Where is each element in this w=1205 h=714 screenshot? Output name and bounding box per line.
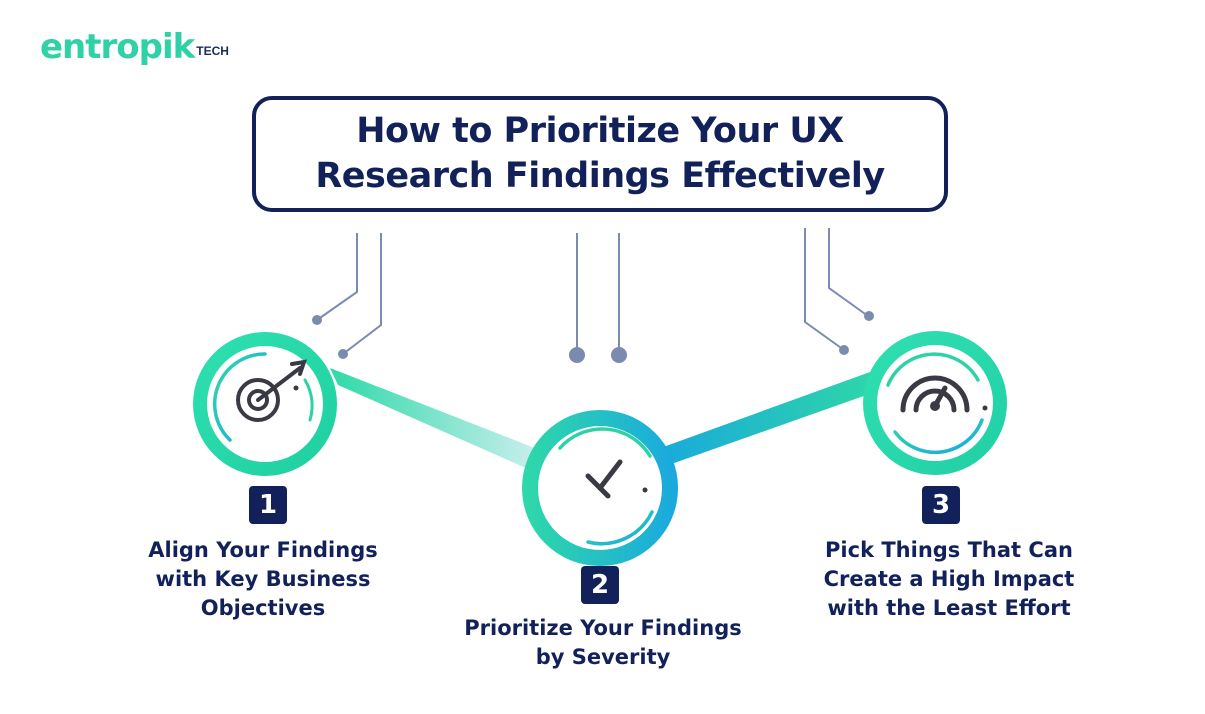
title-box: How to Prioritize Your UX Research Findi…: [252, 96, 948, 212]
connector-dots: [312, 311, 874, 363]
entropik-logo: entropik TECH: [40, 30, 229, 64]
clock-icon: [585, 459, 623, 499]
connector-lines: [316, 228, 869, 355]
connector-dot: [864, 311, 874, 321]
connector-line: [828, 228, 869, 317]
step-3-caption: Pick Things That Can Create a High Impac…: [823, 538, 1075, 620]
link-band-1-2: [330, 368, 545, 472]
step-2-circle: [522, 410, 678, 566]
step-1-badge: 1: [249, 486, 287, 524]
connector-dot: [312, 315, 322, 325]
connector-dot: [839, 345, 849, 355]
connector-dot: [569, 347, 585, 363]
connector-line: [316, 233, 358, 321]
step-3-circle: [863, 331, 1007, 475]
step-1-circle: [193, 332, 337, 476]
link-band-2-3: [655, 372, 875, 468]
connector-line: [342, 233, 382, 355]
logo-tech-suffix: TECH: [196, 44, 229, 58]
page-title: How to Prioritize Your UX Research Findi…: [315, 111, 885, 196]
connector-line: [804, 228, 845, 351]
step-2-caption: Prioritize Your Findings by Severity: [464, 616, 742, 669]
step-2-badge: 2: [581, 566, 619, 604]
step-3-badge: 3: [922, 486, 960, 524]
connector-dot: [338, 349, 348, 359]
logo-wordmark: entropik: [40, 27, 195, 67]
target-arrow-icon: [236, 359, 307, 422]
step-1-caption: Align Your Findings with Key Business Ob…: [148, 538, 378, 620]
connector-dot: [611, 347, 627, 363]
